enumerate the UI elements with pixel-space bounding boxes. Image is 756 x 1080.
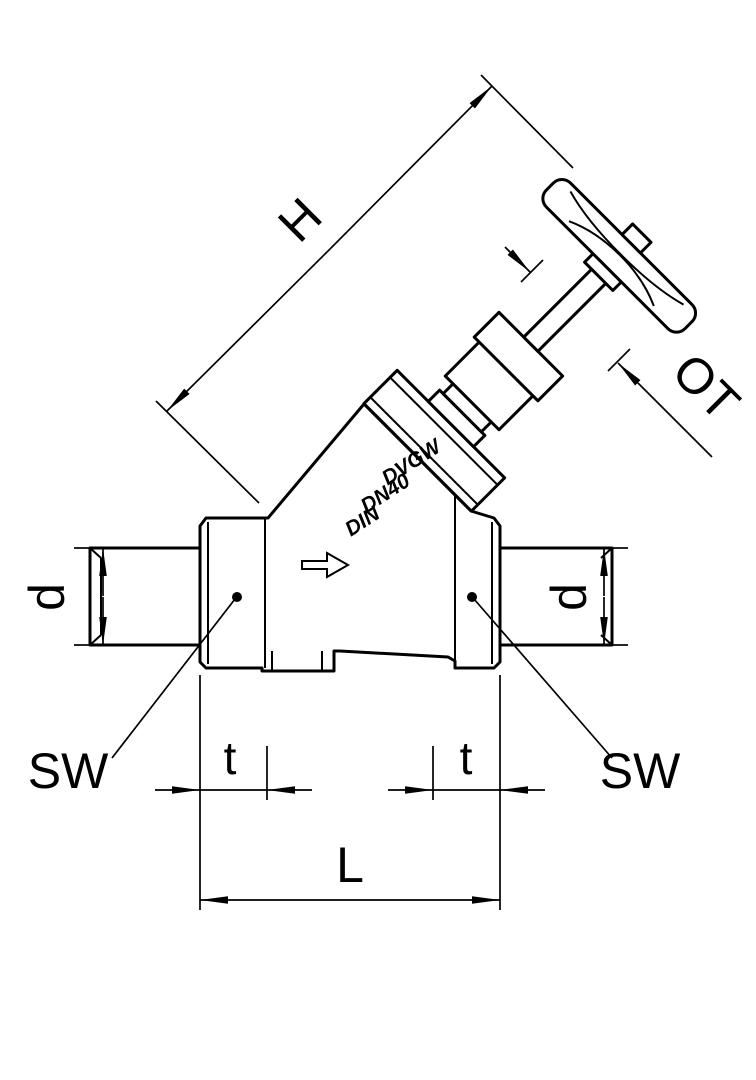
- label-H: H: [267, 187, 332, 252]
- label-t-right: t: [460, 732, 473, 784]
- label-t-left: t: [224, 732, 237, 784]
- sw-leader-right: SW: [473, 598, 681, 799]
- label-OT: OT: [662, 343, 751, 432]
- label-d-right: d: [541, 583, 597, 611]
- dimension-t-left: t: [155, 732, 312, 800]
- label-L: L: [336, 837, 364, 893]
- dimension-d-left: d: [19, 547, 107, 646]
- dimension-t-right: t: [388, 732, 545, 800]
- left-pipe-end: [88, 546, 202, 647]
- dimension-L: L: [199, 675, 501, 910]
- label-SW-right: SW: [600, 743, 681, 799]
- label-d-left: d: [19, 583, 75, 611]
- label-SW-left: SW: [28, 743, 109, 799]
- valve-body: [198, 402, 502, 673]
- stem-cap: [620, 222, 653, 255]
- sw-leader-left: SW: [28, 598, 236, 799]
- right-pipe-end: [498, 546, 614, 647]
- bonnet-assembly: [362, 177, 698, 513]
- handwheel: [541, 177, 698, 334]
- flow-arrow-icon: [301, 551, 351, 579]
- dimension-d-right: d: [541, 547, 628, 646]
